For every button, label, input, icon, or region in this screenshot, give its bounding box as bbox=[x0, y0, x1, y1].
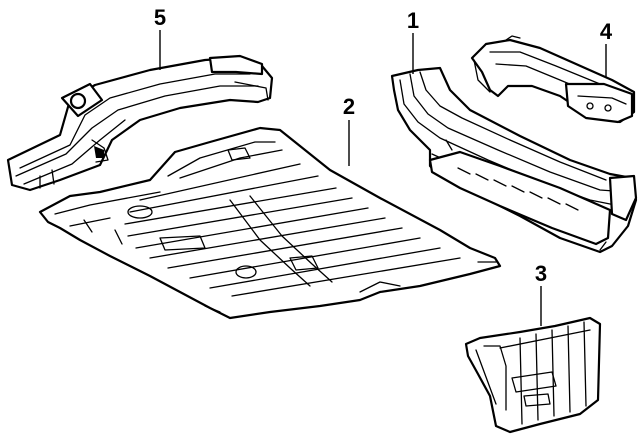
callout-side-rail: 5 bbox=[154, 5, 166, 30]
callout-floor-pan: 2 bbox=[343, 94, 355, 119]
part-rear-panel bbox=[390, 66, 638, 254]
leader-lines bbox=[159, 30, 607, 326]
part-crossmember bbox=[470, 35, 636, 124]
part-floor-pan bbox=[38, 126, 502, 320]
part-side-rail bbox=[6, 54, 274, 192]
callout-crossmember: 4 bbox=[600, 19, 613, 44]
callout-rear-panel: 1 bbox=[407, 8, 419, 33]
callout-extension: 3 bbox=[535, 261, 547, 286]
part-extension bbox=[464, 316, 602, 434]
callout-labels: 2 1 5 4 3 bbox=[154, 5, 613, 286]
